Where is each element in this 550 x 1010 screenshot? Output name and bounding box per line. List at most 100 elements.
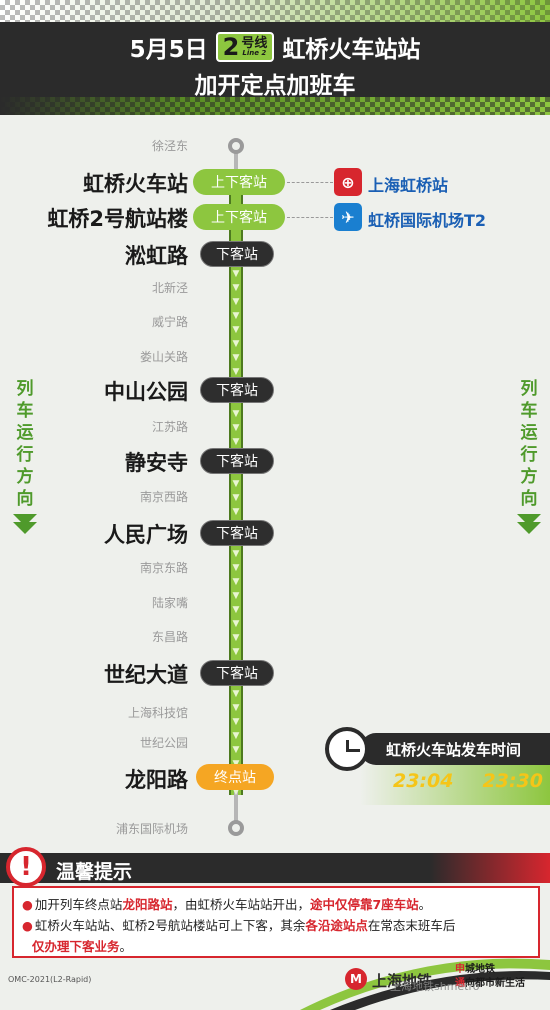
station-lujiazui: 陆家嘴: [151, 596, 188, 610]
direction-char: 行: [16, 445, 34, 465]
station-xujingdong: 徐泾东: [151, 139, 188, 153]
direction-char: 运: [520, 423, 538, 443]
chevron-down-icon: ▼: [232, 647, 240, 657]
footer-code: OMC-2021(L2-Rapid): [8, 975, 92, 984]
header-stripe-bottom: [0, 97, 550, 115]
notice-title: 温馨提示: [56, 861, 133, 883]
chevron-down-icon: ▼: [232, 577, 240, 587]
line-en: Line 2: [242, 49, 267, 57]
chevron-down-icon: ▼: [232, 311, 240, 321]
line-cn: 号线: [241, 36, 268, 51]
chevron-down-icon: ▼: [232, 325, 240, 335]
transfer-rail-label: 上海虹桥站: [368, 176, 449, 195]
chevron-down-icon: ▼: [232, 563, 240, 573]
track-lower: [234, 790, 238, 830]
station-nanjing-e: 南京东路: [139, 561, 188, 575]
chevron-down-icon: ▼: [232, 409, 240, 419]
station-loushanguan: 娄山关路: [139, 350, 188, 364]
station-dongchang: 东昌路: [151, 630, 188, 644]
notice-item: ●加开列车终点站龙阳路站，由虹桥火车站站开出，途中仅停靠7座车站。: [22, 897, 432, 912]
watermark: 上海地铁shmetro: [390, 980, 480, 993]
direction-char: 向: [16, 489, 34, 509]
direction-right: 列 车 运 行 方 向: [516, 378, 542, 534]
direction-char: 行: [520, 445, 538, 465]
chevron-down-icon: ▼: [232, 633, 240, 643]
tag-alight-only: 下客站: [200, 660, 274, 686]
direction-char: 向: [520, 489, 538, 509]
line-badge: 2 号线 Line 2: [215, 32, 275, 62]
departure-times: 23:04 23:30: [393, 770, 543, 792]
chevron-down-icon: ▼: [232, 787, 240, 797]
direction-char: 方: [16, 467, 34, 487]
tag-alight-only: 下客站: [200, 241, 274, 267]
station-zhongshan-park: 中山公园: [104, 380, 188, 404]
notice-body: ●加开列车终点站龙阳路站，由虹桥火车站站开出，途中仅停靠7座车站。 ●虹桥火车站…: [12, 886, 540, 958]
station-century-park: 世纪公园: [139, 736, 188, 750]
transfer-dash: [287, 217, 333, 218]
direction-left: 列 车 运 行 方 向: [12, 378, 38, 534]
station-peoples-square: 人民广场: [104, 523, 188, 547]
endpoint-bottom: [228, 820, 244, 836]
date-label: 5月5日: [129, 37, 208, 63]
station-longyang: 龙阳路: [125, 768, 188, 792]
slogan: 申城地铁 通向都市新生活: [455, 964, 525, 989]
endpoint-top: [228, 138, 244, 154]
direction-char: 列: [16, 379, 34, 399]
chevron-down-icon: ▼: [232, 269, 240, 279]
chevron-down-icon: ▼: [232, 367, 240, 377]
chevron-down-icon: ▼: [232, 549, 240, 559]
station-jiangsu: 江苏路: [151, 420, 188, 434]
station-shanghai-tech: 上海科技馆: [127, 706, 188, 720]
brand-name: 上海地铁: [372, 972, 433, 990]
page-subtitle: 加开定点加班车: [194, 73, 356, 99]
arrow-down-icon: [517, 514, 541, 534]
station-nanjing-w: 南京西路: [139, 490, 188, 504]
line-number: 2: [222, 33, 240, 61]
departure-time: 23:30: [482, 770, 543, 792]
chevron-down-icon: ▼: [232, 479, 240, 489]
clock-icon: [325, 727, 369, 771]
chevron-down-icon: ▼: [232, 507, 240, 517]
station-songhong: 淞虹路: [125, 244, 188, 268]
direction-char: 车: [16, 401, 34, 421]
tag-alight-only: 下客站: [200, 448, 274, 474]
station-beixinjing: 北新泾: [151, 281, 188, 295]
station-pudong-airport: 浦东国际机场: [115, 822, 188, 836]
chevron-down-icon: ▼: [232, 339, 240, 349]
chevron-down-icon: ▼: [232, 591, 240, 601]
tag-alight-only: 下客站: [200, 377, 274, 403]
arrow-down-icon: [13, 514, 37, 534]
station-hongqiao-t2: 虹桥2号航站楼: [47, 207, 188, 231]
chevron-down-icon: ▼: [232, 703, 240, 713]
departure-time: 23:04: [393, 770, 454, 792]
chevron-down-icon: ▼: [232, 619, 240, 629]
header: 5月5日 2 号线 Line 2 虹桥火车站站 加开定点加班车: [0, 0, 550, 115]
station-century-ave: 世纪大道: [104, 663, 188, 687]
chevron-down-icon: ▼: [232, 297, 240, 307]
exclamation-icon: !: [6, 847, 46, 887]
chevron-down-icon: ▼: [232, 605, 240, 615]
direction-char: 运: [16, 423, 34, 443]
tag-alight-only: 下客站: [200, 520, 274, 546]
tag-board-alight: 上下客站: [193, 169, 285, 195]
chevron-down-icon: ▼: [232, 283, 240, 293]
chevron-down-icon: ▼: [232, 689, 240, 699]
metro-logo-icon: M: [345, 968, 367, 990]
chevron-down-icon: ▼: [232, 423, 240, 433]
chevron-down-icon: ▼: [232, 745, 240, 755]
title-row: 5月5日 2 号线 Line 2 虹桥火车站站: [0, 30, 550, 64]
direction-char: 方: [520, 467, 538, 487]
chevron-down-icon: ▼: [232, 731, 240, 741]
chevron-down-icon: ▼: [232, 437, 240, 447]
departure-times-bg: [360, 765, 550, 805]
station-title: 虹桥火车站站: [282, 37, 421, 63]
chevron-down-icon: ▼: [232, 717, 240, 727]
transfer-dash: [287, 182, 333, 183]
notice-bar: [0, 853, 550, 883]
chevron-down-icon: ▼: [232, 493, 240, 503]
transfer-air-label: 虹桥国际机场T2: [368, 211, 487, 230]
tag-terminal: 终点站: [196, 764, 274, 790]
footer-swoosh: [300, 958, 550, 1010]
chevron-down-icon: ▼: [232, 353, 240, 363]
departure-label-bar: 虹桥火车站发车时间: [360, 733, 550, 765]
